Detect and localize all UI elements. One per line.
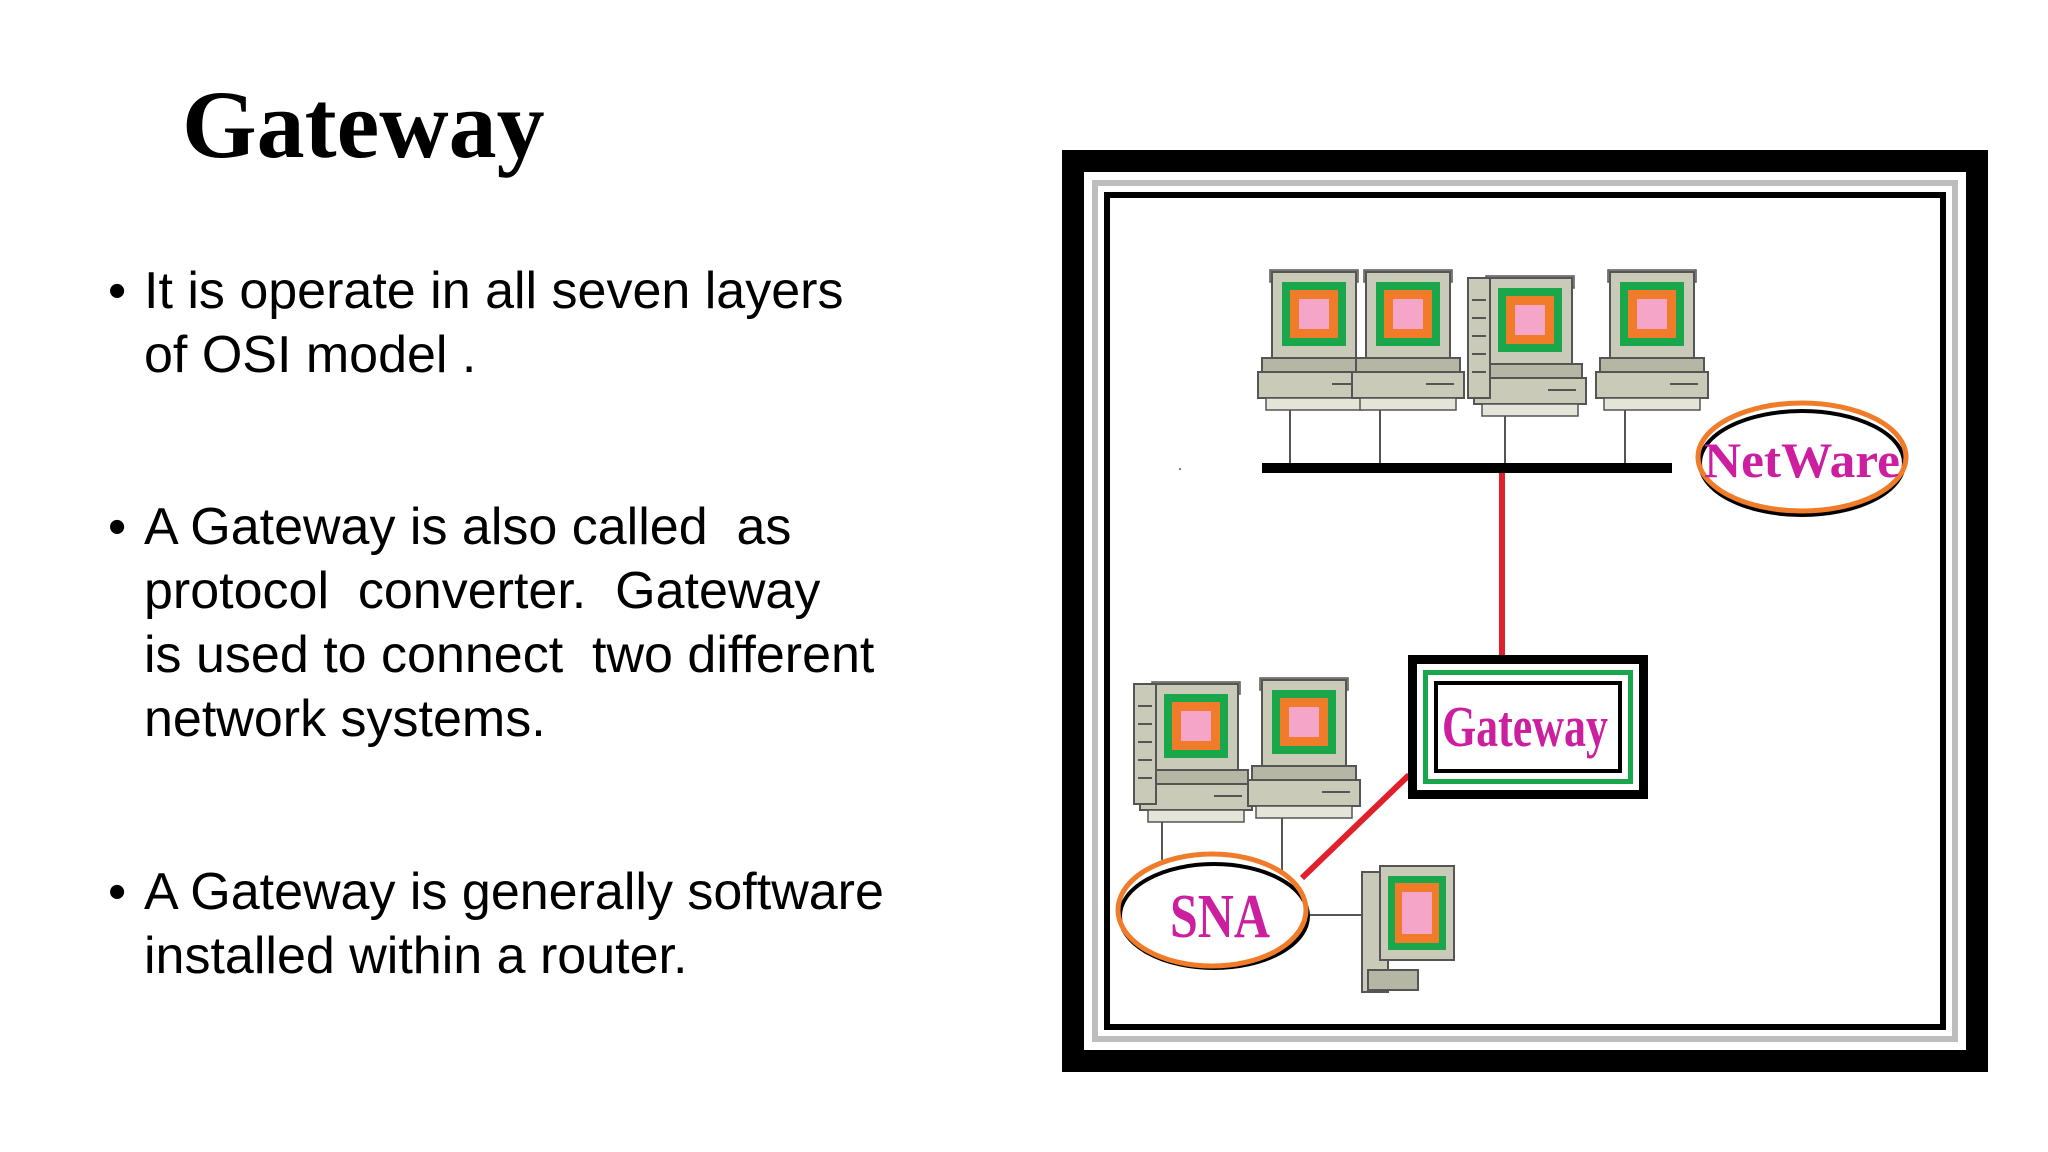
netware-badge: NetWare [1695,400,1909,517]
computer-icon [1595,269,1709,411]
netware-label: NetWare [1704,432,1900,488]
sna-badge: SNA [1115,851,1310,970]
sna-network [1133,677,1455,993]
bullet-line: A Gateway is generally software [144,863,884,921]
diagram-canvas: NetWare Gateway [1062,150,1988,1072]
netware-bus [1262,463,1672,473]
bullet-line: installed within a router. [144,927,688,985]
netware-network [1179,269,1709,473]
bullet-dot: • [108,863,127,921]
bullet-text: A Gateway is generally software installed… [144,860,1044,988]
bullet-line: protocol converter. Gateway [144,562,821,620]
gateway-diagram: NetWare Gateway [1062,150,1988,1072]
gateway-downlink [1299,772,1412,881]
slide-title: Gateway [182,71,545,178]
sna-label: SNA [1170,883,1270,951]
bullet-text: It is operate in all seven layers of OSI … [144,259,1044,387]
bullet-line: A Gateway is also called as [144,498,792,556]
gateway-label: Gateway [1442,694,1608,759]
tower-icon [1467,277,1491,399]
computer-icon [1247,677,1361,819]
bullet-dot: • [108,498,127,556]
bullet-line: of OSI model . [144,326,477,384]
bullet-dot: • [108,262,127,320]
bullet-line: It is operate in all seven layers [144,262,844,320]
mainframe-terminal-icon [1361,865,1455,993]
bullet-line: is used to connect two different [144,626,875,684]
gateway-box: Gateway [1408,655,1648,799]
tower-icon [1133,683,1157,805]
bullet-text: A Gateway is also called as protocol conv… [144,495,1044,751]
bullet-line: network systems. [144,690,546,748]
computer-icon [1351,269,1465,411]
